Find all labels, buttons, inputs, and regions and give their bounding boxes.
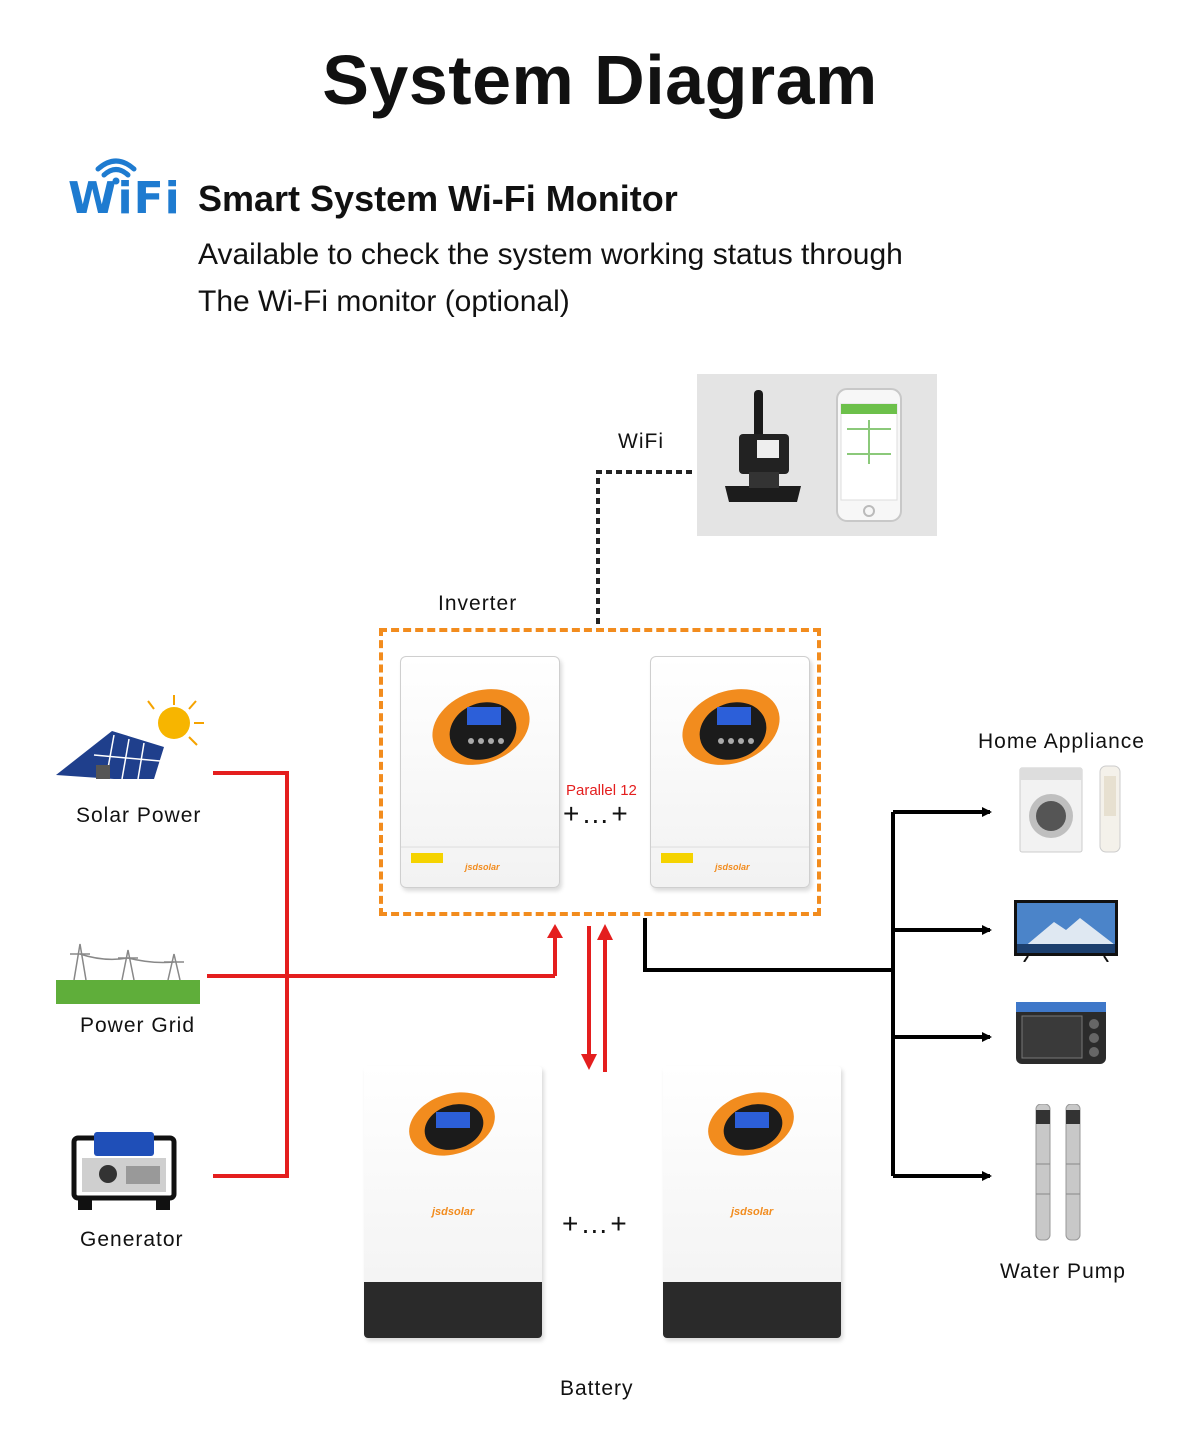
grid-input-arrow (547, 924, 563, 938)
wifi-logo: WiFi (64, 155, 180, 225)
battery-charge-arrow (581, 1054, 597, 1070)
wifi-signal-icon (95, 158, 137, 185)
tv-icon (1014, 900, 1118, 963)
load-arrows (893, 807, 992, 1181)
battery-unit-2: jsdsolar (663, 1066, 841, 1338)
wifi-label: WiFi (618, 430, 664, 453)
oven-icon (1014, 1000, 1108, 1068)
battery-brand-logo: jsdsolar (432, 1206, 475, 1218)
source-label-solar: Solar Power (76, 804, 202, 827)
wifi-dongle-and-phone-icon (725, 388, 902, 522)
feature-description-line-1: Available to check the system working st… (198, 238, 903, 271)
inverter-brand-logo: jsdsolar (465, 862, 500, 872)
inverter-label: Inverter (438, 592, 518, 615)
power-pylon-icon (56, 936, 200, 1004)
inverter-parallel-plus: +…+ (563, 798, 630, 829)
wifi-logo-text: WiFi (68, 173, 181, 224)
battery-base (663, 1282, 841, 1338)
load-label-water-pump: Water Pump (1000, 1260, 1126, 1283)
battery-panel-icon (409, 1092, 495, 1156)
parallel-label: Parallel 12 (566, 782, 637, 799)
washer-and-ac-icon (1016, 764, 1124, 854)
inverter-panel-icon (401, 689, 559, 863)
feature-description-line-2: The Wi-Fi monitor (optional) (198, 285, 570, 318)
source-label-generator: Generator (80, 1228, 184, 1251)
battery-discharge-arrow (597, 924, 613, 940)
inverter-unit-2: jsdsolar (650, 656, 810, 888)
page-title: System Diagram (322, 41, 878, 119)
battery-unit-1: jsdsolar (364, 1066, 542, 1338)
inverter-unit-1: jsdsolar (400, 656, 560, 888)
battery-base (364, 1282, 542, 1338)
battery-parallel-plus: +…+ (562, 1208, 629, 1239)
feature-heading: Smart System Wi-Fi Monitor (198, 178, 678, 219)
battery-panel-icon (708, 1092, 794, 1156)
inverter-group-box (379, 628, 821, 916)
inverter-brand-logo: jsdsolar (715, 862, 750, 872)
load-bus-lines (643, 812, 895, 1176)
wifi-module-card (697, 374, 937, 536)
battery-label: Battery (560, 1377, 634, 1400)
battery-brand-logo: jsdsolar (731, 1206, 774, 1218)
source-label-grid: Power Grid (80, 1014, 196, 1037)
water-pump-icon (1030, 1103, 1088, 1244)
wifi-link-line (596, 470, 692, 628)
load-label-home-appliance: Home Appliance (978, 730, 1145, 753)
generator-icon (68, 1128, 180, 1212)
inverter-panel-icon (651, 689, 809, 863)
solar-house-icon (54, 695, 206, 785)
source-bus-lines (207, 771, 557, 1178)
